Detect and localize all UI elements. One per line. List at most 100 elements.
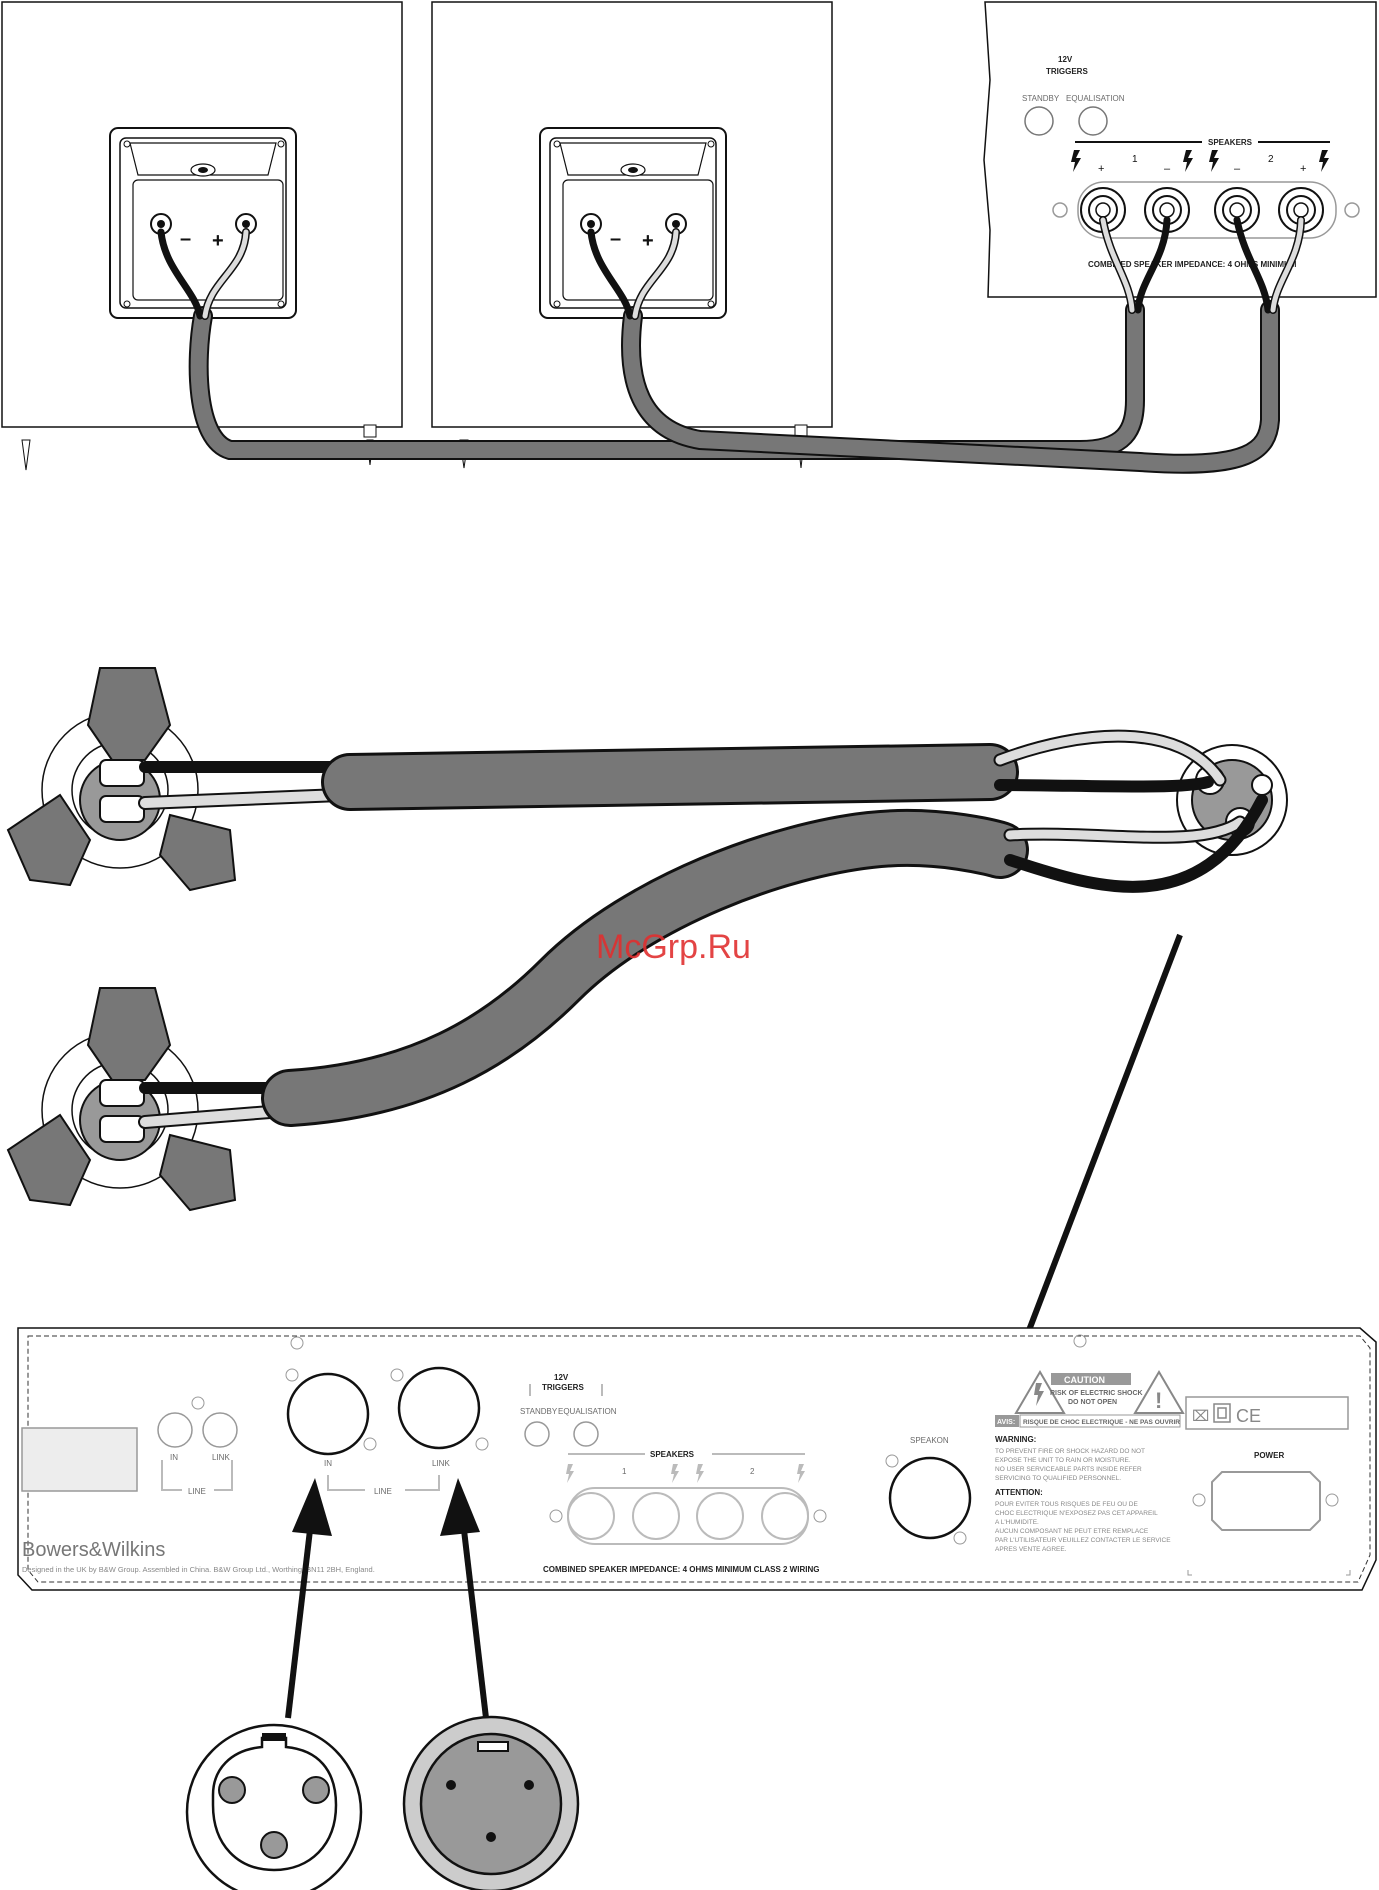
attention-line: A L'HUMIDITE. bbox=[995, 1519, 1039, 1526]
watermark: McGrp.Ru bbox=[596, 928, 751, 966]
attention-line: AUCUN COMPOSANT NE PEUT ETRE REMPLACE bbox=[995, 1528, 1149, 1535]
top-ch1-label: 1 bbox=[1132, 154, 1138, 165]
attention-line: POUR EVITER TOUS RISQUES DE FEU OU DE bbox=[995, 1501, 1138, 1508]
terminal-minus-label: – bbox=[610, 228, 621, 250]
caution-title: CAUTION bbox=[1064, 1375, 1105, 1385]
in-jack-label: IN bbox=[170, 1453, 178, 1462]
terminal-plus-label: + bbox=[212, 230, 224, 252]
warning-line: EXPOSE THE UNIT TO RAIN OR MOISTURE. bbox=[995, 1457, 1131, 1464]
line-label-left: LINE bbox=[188, 1487, 206, 1496]
do-not-open-text: DO NOT OPEN bbox=[1068, 1399, 1117, 1406]
speakon-socket bbox=[888, 1456, 972, 1540]
xlr-link-label: LINK bbox=[432, 1459, 450, 1468]
top-equalisation-jack bbox=[1078, 106, 1108, 136]
attention-title: ATTENTION: bbox=[995, 1488, 1043, 1497]
terminal-minus-label: – bbox=[180, 228, 191, 250]
equalisation-jack bbox=[573, 1421, 599, 1447]
weee-bin-icon: ⌧ bbox=[1192, 1408, 1209, 1425]
exclamation-icon: ! bbox=[1155, 1388, 1162, 1413]
arrow-to-xlr-in bbox=[285, 1478, 332, 1719]
rear-speakers-label: SPEAKERS bbox=[650, 1450, 695, 1459]
iec-power-inlet bbox=[1211, 1471, 1321, 1531]
risk-text: RISK OF ELECTRIC SHOCK bbox=[1050, 1390, 1143, 1397]
top-minus2-label: – bbox=[1234, 163, 1241, 175]
attention-line: APRES VENTE AGREE. bbox=[995, 1546, 1067, 1553]
ce-mark-icon: CE bbox=[1236, 1406, 1261, 1426]
in-jack bbox=[157, 1412, 193, 1448]
attention-line: PAR L'UTILISATEUR VEUILLEZ CONTACTER LE … bbox=[995, 1537, 1171, 1544]
top-plus2-label: + bbox=[1300, 163, 1306, 175]
speakon-label: SPEAKON bbox=[910, 1436, 949, 1445]
avis-label: AVIS: bbox=[997, 1419, 1015, 1426]
screw-icon bbox=[813, 1509, 827, 1523]
screw-icon bbox=[885, 1454, 899, 1468]
triggers-12v-label: 12V bbox=[554, 1373, 569, 1382]
class-ii-icon bbox=[1213, 1403, 1231, 1423]
top-minus-label: – bbox=[1164, 163, 1171, 175]
line-label-xlr: LINE bbox=[374, 1487, 392, 1496]
screw-icon bbox=[1052, 202, 1068, 218]
xlr-in-label: IN bbox=[324, 1459, 332, 1468]
attention-line: CHOC ELECTRIQUE N'EXPOSEZ PAS CET APPARE… bbox=[995, 1510, 1158, 1517]
screw-icon bbox=[390, 1368, 404, 1382]
screw-icon bbox=[290, 1336, 304, 1350]
rear-impedance-label: COMBINED SPEAKER IMPEDANCE: 4 OHMS MINIM… bbox=[543, 1565, 819, 1574]
avis-text: RISQUE DE CHOC ELECTRIQUE - NE PAS OUVRI… bbox=[1023, 1419, 1180, 1426]
top-speakers-label: SPEAKERS bbox=[1208, 138, 1253, 147]
amplifier-rear-panel: Bowers&Wilkins Designed in the UK by B&W… bbox=[17, 1327, 1377, 1591]
speakon-cables bbox=[138, 729, 1268, 1129]
screw-icon bbox=[1073, 1334, 1087, 1348]
compliance-marks bbox=[1185, 1396, 1349, 1430]
screw-icon bbox=[1325, 1493, 1339, 1507]
warning-title: WARNING: bbox=[995, 1435, 1036, 1444]
caution-label: ! CAUTION RISK OF ELECTRIC SHOCK DO NOT … bbox=[995, 1370, 1185, 1553]
rear-ch1-label: 1 bbox=[622, 1467, 627, 1476]
equalisation-label: EQUALISATION bbox=[558, 1407, 617, 1416]
screw-icon bbox=[1192, 1493, 1206, 1507]
top-standby-label: STANDBY bbox=[1022, 94, 1060, 103]
warning-line: SERVICING TO QUALIFIED PERSONNEL. bbox=[995, 1475, 1121, 1482]
designed-in-text: Designed in the UK by B&W Group. Assembl… bbox=[22, 1565, 375, 1574]
warning-line: NO USER SERVICEABLE PARTS INSIDE REFER bbox=[995, 1466, 1142, 1473]
rear-ch2-label: 2 bbox=[750, 1467, 755, 1476]
terminal-plus-label: + bbox=[642, 230, 654, 252]
top-speaker-cables bbox=[157, 216, 1305, 474]
top-speaker-terminals bbox=[1080, 187, 1324, 233]
power-label: POWER bbox=[1254, 1451, 1284, 1460]
xlr-male-connector bbox=[402, 1715, 580, 1890]
standby-jack bbox=[524, 1421, 550, 1447]
lightning-icon bbox=[1034, 1383, 1044, 1406]
top-equalisation-label: EQUALISATION bbox=[1066, 94, 1125, 103]
speaker-cabinet-left: – + bbox=[1, 1, 403, 471]
serial-label-plate bbox=[21, 1427, 138, 1492]
standby-label: STANDBY bbox=[520, 1407, 558, 1416]
xlr-female-connector bbox=[185, 1723, 363, 1890]
top-triggers-label-1: 12V bbox=[1058, 55, 1073, 64]
warning-line: TO PREVENT FIRE OR SHOCK HAZARD DO NOT bbox=[995, 1448, 1145, 1455]
arrow-to-xlr-link bbox=[440, 1478, 489, 1719]
link-jack-label: LINK bbox=[212, 1453, 230, 1462]
lightning-icon bbox=[1209, 150, 1219, 172]
screw-icon bbox=[285, 1368, 299, 1382]
top-impedance-label: COMBINED SPEAKER IMPEDANCE: 4 OHMS MINIM… bbox=[1088, 260, 1297, 269]
screw-icon bbox=[363, 1437, 377, 1451]
triggers-label: TRIGGERS bbox=[542, 1383, 584, 1392]
top-plus-label: + bbox=[1098, 163, 1104, 175]
screw-icon bbox=[191, 1396, 205, 1410]
screw-icon bbox=[549, 1509, 563, 1523]
link-jack bbox=[202, 1412, 238, 1448]
speakon-plug-left-lower bbox=[6, 987, 237, 1212]
screw-icon bbox=[953, 1531, 967, 1545]
lightning-icon bbox=[1071, 150, 1081, 172]
lightning-icon bbox=[1319, 150, 1329, 172]
xlr-link-socket bbox=[397, 1366, 481, 1450]
brand-logo: Bowers&Wilkins bbox=[22, 1539, 165, 1561]
speakon-plug-left-upper bbox=[6, 667, 237, 892]
lightning-icon bbox=[1183, 150, 1193, 172]
top-standby-jack bbox=[1024, 106, 1054, 136]
screw-icon bbox=[1344, 202, 1360, 218]
amplifier-top-panel: 12V TRIGGERS STANDBY EQUALISATION SPEAKE… bbox=[983, 1, 1377, 298]
top-ch2-label: 2 bbox=[1268, 154, 1274, 165]
top-triggers-label-2: TRIGGERS bbox=[1046, 67, 1088, 76]
